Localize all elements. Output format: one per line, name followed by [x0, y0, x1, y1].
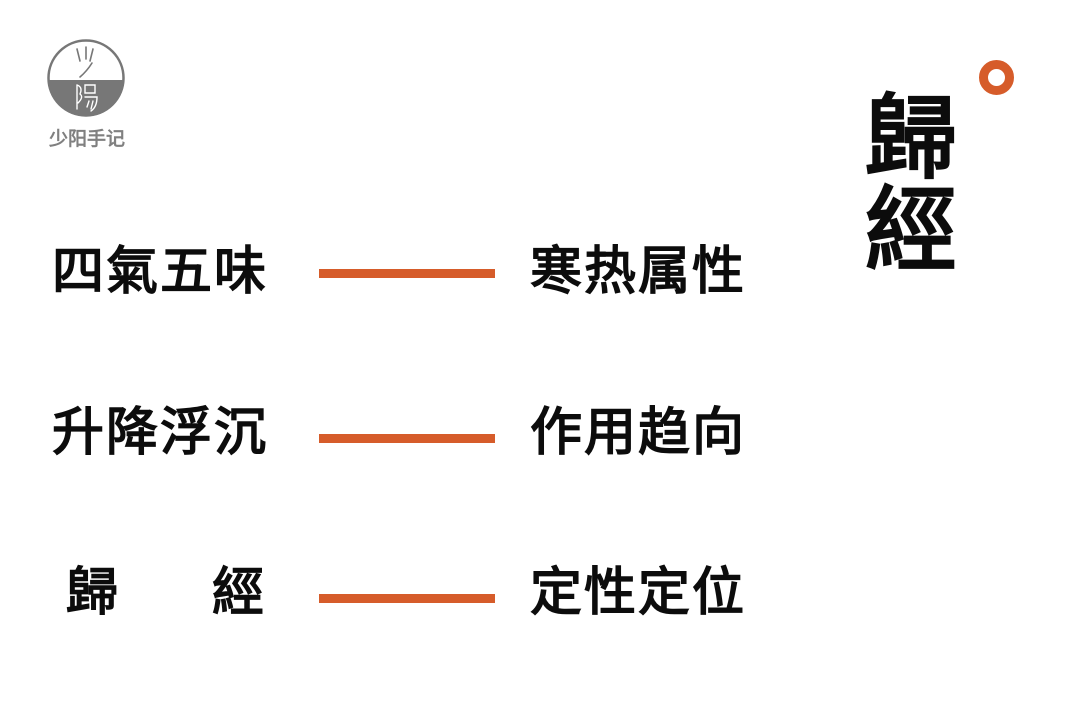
connector-line: [319, 269, 495, 278]
title-char-1: 歸: [864, 84, 957, 192]
concept-term: 四氣五味: [52, 241, 269, 302]
accent-ring-icon: [979, 60, 1014, 95]
concept-term-char: 歸: [66, 562, 121, 623]
concept-meaning: 寒热属性: [530, 241, 747, 302]
brand-caption: 少阳手记: [48, 128, 125, 150]
connector-line: [319, 594, 495, 603]
connector-line: [319, 434, 495, 443]
concept-term: 歸 經: [66, 553, 266, 633]
concept-row: 升降浮沉 作用趋向: [0, 393, 840, 473]
brand-logo: [47, 39, 125, 117]
page-title: 歸 經: [856, 92, 966, 276]
title-char-2: 經: [864, 176, 957, 284]
concept-term-char: 經: [211, 562, 266, 623]
concept-meaning: 定性定位: [530, 562, 747, 623]
concept-row: 歸 經 定性定位: [0, 553, 840, 633]
concept-term: 升降浮沉: [52, 402, 269, 463]
concept-row: 四氣五味 寒热属性: [0, 232, 840, 312]
shaoyang-seal-icon: [47, 39, 125, 117]
concept-meaning: 作用趋向: [530, 402, 747, 463]
